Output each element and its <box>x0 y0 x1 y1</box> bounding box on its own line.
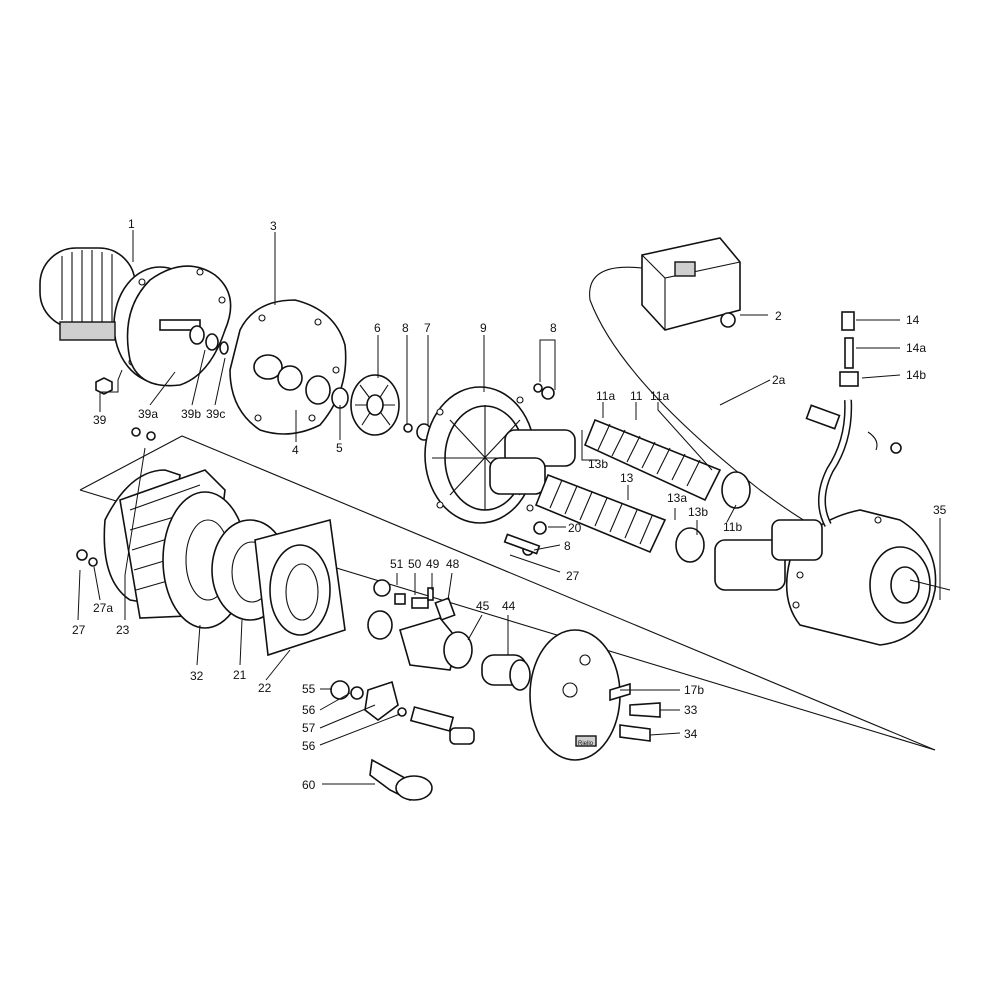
callout-13: 13 <box>620 471 634 485</box>
callout-56-lower: 56 <box>302 739 316 753</box>
callout-7: 7 <box>424 321 431 335</box>
callout-49: 49 <box>426 557 440 571</box>
callout-48: 48 <box>446 557 460 571</box>
fasteners <box>76 383 902 567</box>
callout-11b: 11b <box>723 520 742 534</box>
callout-4: 4 <box>292 443 299 457</box>
callout-3: 3 <box>270 219 277 233</box>
outlet-housing <box>714 509 951 646</box>
cover-plate <box>529 629 661 761</box>
electrode-parts <box>330 680 475 801</box>
callout-51: 51 <box>390 557 404 571</box>
callout-13b-lower: 13b <box>688 505 708 519</box>
callout-21: 21 <box>233 668 247 682</box>
leader-lines <box>77 230 941 785</box>
hose-lower <box>534 473 705 563</box>
callout-11a-left: 11a <box>596 389 615 403</box>
callout-22: 22 <box>258 681 272 695</box>
callout-39c: 39c <box>206 407 225 421</box>
callout-32: 32 <box>190 669 204 683</box>
callout-39a: 39a <box>138 407 158 421</box>
callout-11: 11 <box>630 389 643 403</box>
callout-6: 6 <box>374 321 381 335</box>
callout-11a-right: 11a <box>650 389 669 403</box>
conduit-inner <box>819 399 851 527</box>
coupling-parts <box>95 319 229 395</box>
hose-upper <box>583 418 751 509</box>
callout-8-top: 8 <box>402 321 409 335</box>
callout-27-right: 27 <box>566 569 580 583</box>
callout-27a: 27a <box>93 601 113 615</box>
callout-34: 34 <box>684 727 698 741</box>
callout-55: 55 <box>302 682 316 696</box>
callout-2: 2 <box>775 309 782 323</box>
callout-45: 45 <box>476 599 490 613</box>
callout-23: 23 <box>116 623 130 637</box>
gasket-22 <box>254 518 346 657</box>
cable <box>589 266 831 536</box>
callout-60: 60 <box>302 778 316 792</box>
callout-17b: 17b <box>684 683 704 697</box>
callout-13a: 13a <box>667 491 687 505</box>
callout-9: 9 <box>480 321 487 335</box>
callout-20: 20 <box>568 521 582 535</box>
nameplate-text: Riello <box>578 741 594 747</box>
callout-8-right: 8 <box>550 321 557 335</box>
callout-8-lower: 8 <box>564 539 571 553</box>
callout-14b: 14b <box>906 368 926 382</box>
callout-50: 50 <box>408 557 422 571</box>
nozzle-parts <box>367 579 531 691</box>
pump-housing <box>229 299 349 435</box>
intake-body <box>424 386 576 524</box>
impeller <box>350 374 432 441</box>
callout-14a: 14a <box>906 341 926 355</box>
callout-39: 39 <box>93 413 107 427</box>
callout-27-left: 27 <box>72 623 86 637</box>
callout-39b: 39b <box>181 407 201 421</box>
callout-labels: 1 3 2 2a 4 5 6 8 7 9 8 11a 11 11a 13b 13… <box>72 217 947 792</box>
callout-44: 44 <box>502 599 516 613</box>
control-box <box>641 237 741 331</box>
callout-57: 57 <box>302 721 316 735</box>
callout-13b-upper: 13b <box>588 457 608 471</box>
fitting-14 <box>805 311 878 451</box>
callout-5: 5 <box>336 441 343 455</box>
callout-35: 35 <box>933 503 947 517</box>
callout-14: 14 <box>906 313 920 327</box>
callout-2a: 2a <box>772 373 786 387</box>
callout-33: 33 <box>684 703 698 717</box>
callout-56-upper: 56 <box>302 703 316 717</box>
callout-1: 1 <box>128 217 135 231</box>
